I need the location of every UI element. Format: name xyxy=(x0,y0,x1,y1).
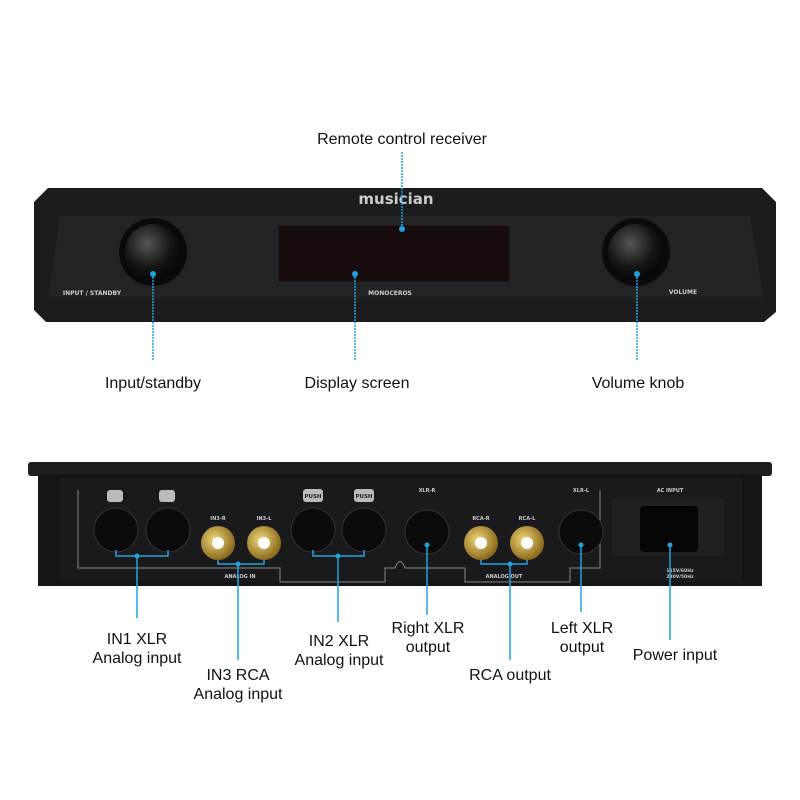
rear-panel: PUSH PUSH IN3-R IN3-L ANALOG IN XLR-R RC… xyxy=(28,462,772,586)
svg-text:XLR-L: XLR-L xyxy=(573,488,590,494)
in2-xlr-connectors: PUSH PUSH xyxy=(290,489,387,553)
svg-text:RCA-L: RCA-L xyxy=(519,516,536,522)
callout-input-standby: Input/standby xyxy=(104,375,202,392)
display-screen xyxy=(277,224,511,283)
model-label: MONOCEROS xyxy=(368,290,412,297)
callout-display-screen: Display screen xyxy=(304,375,410,392)
volume-label: VOLUME xyxy=(669,289,697,296)
svg-text:ANALOG IN: ANALOG IN xyxy=(224,574,255,580)
xlr-output-connectors xyxy=(404,509,604,555)
rear-callout-lines xyxy=(115,545,671,660)
callout-power-input: Power input xyxy=(632,647,718,664)
callout-volume-knob: Volume knob xyxy=(591,375,685,392)
svg-text:XLR-R: XLR-R xyxy=(419,488,436,494)
svg-text:230V/50Hz: 230V/50Hz xyxy=(666,574,694,580)
input-standby-label: INPUT / STANDBY xyxy=(63,290,122,297)
rca-output-connectors xyxy=(464,526,544,560)
front-panel: musician INPUT / STANDBY MONOCEROS VOLUM… xyxy=(34,188,776,322)
svg-text:115V/60Hz: 115V/60Hz xyxy=(666,568,694,574)
front-callout-lines xyxy=(152,152,638,360)
push-latch-label: PUSH xyxy=(355,494,372,500)
svg-text:ANALOG OUT: ANALOG OUT xyxy=(486,574,523,580)
svg-text:AC INPUT: AC INPUT xyxy=(657,488,684,494)
callout-rca-output: RCA output xyxy=(469,667,551,684)
brand-logo: musician xyxy=(358,190,433,208)
push-latch-label: PUSH xyxy=(304,494,321,500)
svg-text:RCA-R: RCA-R xyxy=(472,516,489,522)
in3-rca-connectors xyxy=(201,526,281,560)
callout-dots xyxy=(150,226,640,277)
ac-inlet xyxy=(612,498,724,556)
callout-remote-receiver: Remote control receiver xyxy=(317,131,487,148)
svg-text:IN3-R: IN3-R xyxy=(210,516,226,522)
svg-text:IN3-L: IN3-L xyxy=(257,516,273,522)
